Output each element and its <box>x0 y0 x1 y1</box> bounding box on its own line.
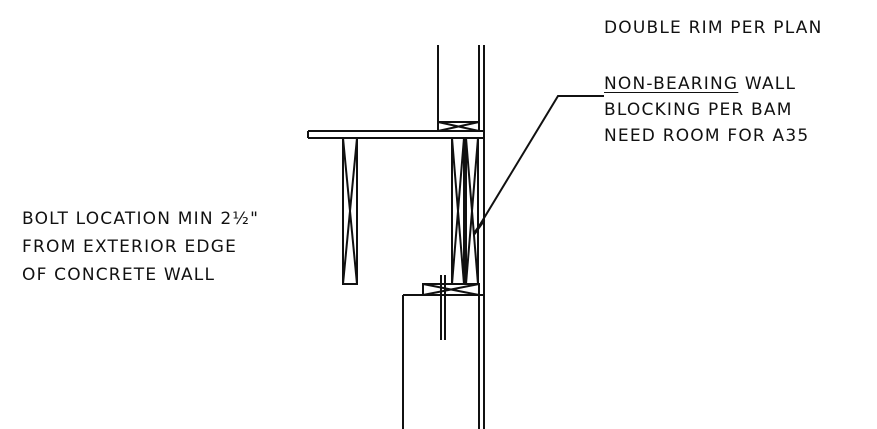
bolt-location-line-3: OF CONCRETE WALL <box>22 265 216 285</box>
top-plate-block <box>437 121 480 132</box>
leader-arrow <box>472 219 486 235</box>
non-bearing-wall-suffix: WALL <box>738 74 797 94</box>
blocking-note: BLOCKING PER BAM <box>604 100 793 120</box>
bolt-location-line-1: BOLT LOCATION MIN 2½" <box>22 209 260 229</box>
double-rim-note: DOUBLE RIM PER PLAN <box>604 18 823 38</box>
leader-line <box>477 95 604 229</box>
floor-joist <box>342 137 358 285</box>
non-bearing-wall-note: NON-BEARING WALL <box>604 72 796 96</box>
need-room-note: NEED ROOM FOR A35 <box>604 126 810 146</box>
bolt-location-line-2: FROM EXTERIOR EDGE <box>22 237 238 257</box>
non-bearing-underlined: NON-BEARING <box>604 74 739 94</box>
